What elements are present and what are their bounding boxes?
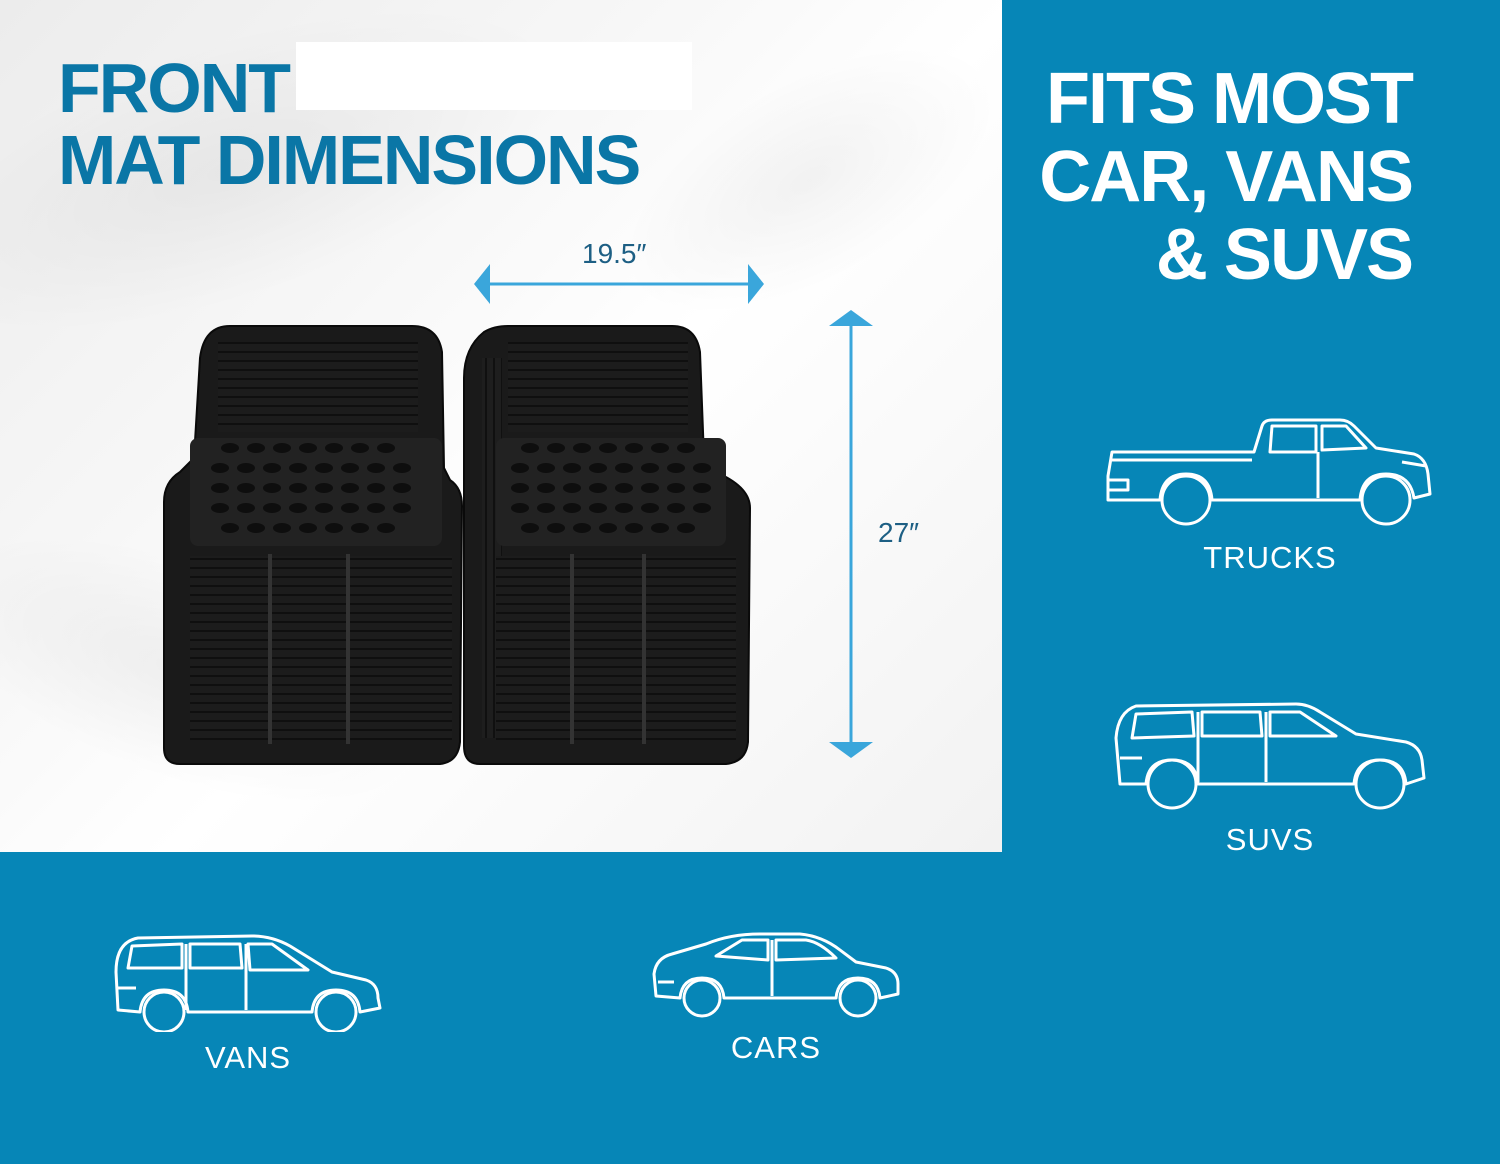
floor-mats-image xyxy=(163,325,752,765)
minivan-icon xyxy=(114,934,382,1032)
left-floor-mat xyxy=(163,325,464,765)
pickup-truck-icon xyxy=(1106,418,1432,526)
headline-line-3: & SUVS xyxy=(1155,215,1414,295)
headline-line-1: FITS MOST xyxy=(1046,59,1414,139)
title-line-2: MAT DIMENSIONS xyxy=(58,121,641,199)
title-line-1: FRONT xyxy=(58,49,291,127)
trucks-label: TRUCKS xyxy=(1203,540,1337,575)
sedan-icon xyxy=(652,932,900,1018)
vans-label: VANS xyxy=(204,1040,292,1075)
page-title: FRONT MAT DIMENSIONS xyxy=(58,49,641,199)
width-double-arrow-icon xyxy=(474,264,764,304)
blank-label-box xyxy=(296,42,692,110)
right-floor-mat xyxy=(463,325,752,765)
suv-icon xyxy=(1114,702,1426,810)
height-dimension-label: 27″ xyxy=(878,517,920,548)
cars-label: CARS xyxy=(730,1030,822,1065)
width-dimension-label: 19.5″ xyxy=(582,238,647,269)
suvs-label: SUVS xyxy=(1225,822,1315,857)
height-double-arrow-icon xyxy=(829,310,873,758)
dimension-arrows xyxy=(474,264,873,758)
fits-most-headline: FITS MOST CAR, VANS & SUVS xyxy=(1039,59,1414,295)
headline-line-2: CAR, VANS xyxy=(1039,137,1414,217)
